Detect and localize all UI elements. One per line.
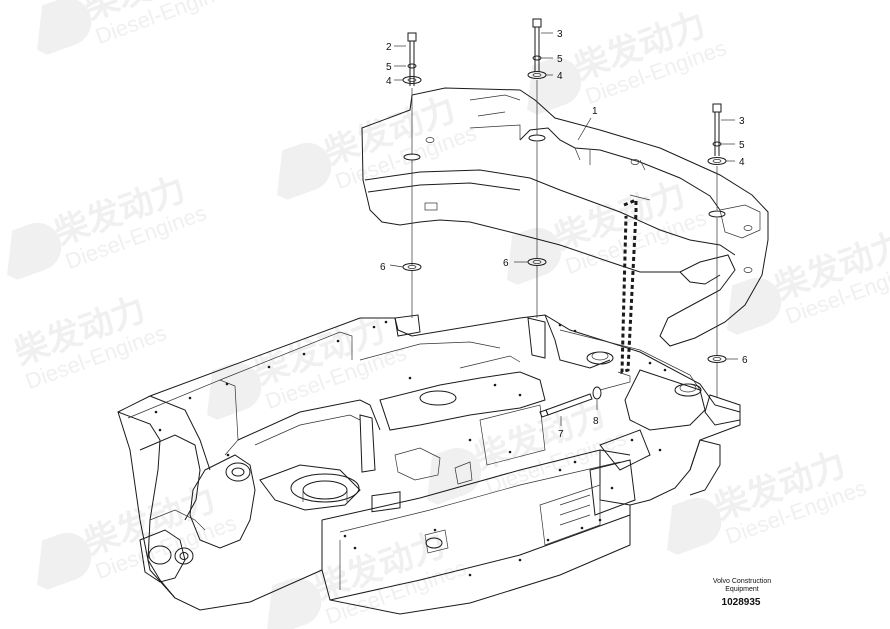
callout-labels: 2 5 4 3 5 4 1 3 5 4 6 6 6 7 8 <box>380 29 748 440</box>
callout-leaders <box>389 32 738 426</box>
callout-6: 6 <box>503 258 509 269</box>
watermark-logo-icon <box>37 532 92 590</box>
watermark-logo-icon <box>667 497 722 555</box>
reference-company: Volvo Construction <box>713 578 771 585</box>
callout-7: 7 <box>558 429 564 440</box>
reference-block: Volvo Construction Equipment 1028935 <box>713 578 771 608</box>
callout-2: 2 <box>386 42 392 53</box>
watermark-logo-icon <box>37 0 92 55</box>
lock-washer <box>532 55 542 61</box>
callout-3: 3 <box>557 29 563 40</box>
lock-washer <box>407 63 417 69</box>
reference-number: 1028935 <box>722 597 761 608</box>
bolt-head <box>712 103 722 113</box>
fastener-group-left <box>402 32 422 318</box>
watermark: 柴发动力 Diesel-Engines <box>277 89 480 200</box>
watermark: 柴发动力 Diesel-Engines <box>507 174 710 285</box>
washer-8 <box>592 386 602 400</box>
watermark-logo-icon <box>727 277 782 335</box>
watermark-logo-icon <box>277 142 332 200</box>
watermark: 柴发动力 Diesel-Engines <box>207 309 410 420</box>
watermark-logo-icon <box>427 447 482 505</box>
callout-6: 6 <box>380 262 386 273</box>
watermark: 柴发动力 Diesel-Engines <box>667 444 870 555</box>
upper-frame <box>117 314 741 615</box>
callout-4: 4 <box>386 76 392 87</box>
callout-4: 4 <box>557 71 563 82</box>
lock-washer <box>712 141 722 147</box>
washer <box>707 157 727 165</box>
counterweight <box>361 87 769 347</box>
callout-3: 3 <box>739 116 745 127</box>
callout-8: 8 <box>593 416 599 427</box>
watermark-logo-icon <box>7 222 62 280</box>
watermark: 柴发动力 Diesel-Engines <box>37 0 240 55</box>
watermark: 柴发动力 Diesel-Engines <box>527 4 730 115</box>
callout-5: 5 <box>557 54 563 65</box>
washer <box>402 76 422 84</box>
lifting-bolt-assembly <box>539 197 638 418</box>
watermark: 柴发动力 Diesel-Engines <box>7 169 210 280</box>
frame-bolt-holes <box>154 320 667 577</box>
watermark-logo-icon <box>207 362 262 420</box>
callout-4: 4 <box>739 157 745 168</box>
fastener-group-center <box>527 18 547 318</box>
callout-1: 1 <box>592 106 598 117</box>
reference-subtitle: Equipment <box>725 586 759 593</box>
washer-lower <box>707 355 727 363</box>
callout-5: 5 <box>386 62 392 73</box>
watermark: 柴发动力 Diesel-Engines <box>727 224 890 335</box>
bolt-head <box>532 18 542 28</box>
watermark: 柴发动力 Diesel-Engines <box>267 524 470 629</box>
bolt-head <box>407 32 417 42</box>
watermark: 柴发动力 Diesel-Engines <box>37 479 240 590</box>
callout-5: 5 <box>739 140 745 151</box>
watermark-logo-icon <box>267 577 322 629</box>
watermark: 柴发动力 Diesel-Engines <box>9 289 169 394</box>
fastener-group-right <box>707 103 727 398</box>
callout-6: 6 <box>742 355 748 366</box>
